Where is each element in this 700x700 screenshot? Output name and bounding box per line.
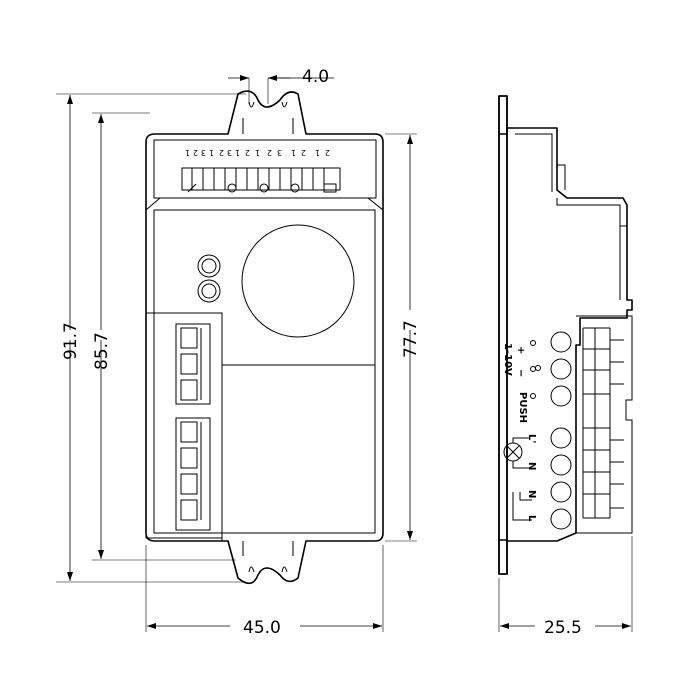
front-terminal-block [145, 312, 223, 539]
dim-overall-height: 91.7 [61, 322, 81, 360]
front-inner-body [153, 209, 376, 534]
dip-number: 1 [235, 148, 240, 157]
terminal-circles [550, 331, 572, 530]
label-push: PUSH [517, 392, 528, 423]
dip-number: 2 [325, 148, 330, 157]
dim-terminal-height: 77.7 [401, 320, 421, 358]
sensor-lens [241, 224, 355, 338]
dip-number: 3 [277, 148, 282, 157]
dip-switches [181, 167, 341, 193]
side-view: + − 1-10V PUSH L' N N L [498, 95, 633, 575]
dip-number: 2 [219, 148, 224, 157]
label-minus: − [515, 369, 526, 377]
side-body-profile [506, 127, 633, 542]
label-l-prime: L' [526, 434, 537, 443]
timer-icon [227, 183, 237, 193]
dip-number: 2 [193, 148, 198, 157]
label-dim: 1-10V [502, 343, 513, 376]
label-n2: N [526, 490, 537, 498]
dip-number: 1 [209, 148, 214, 157]
label-n1: N [526, 462, 537, 470]
dip-number: 2 [267, 148, 272, 157]
led-top [197, 254, 221, 278]
dip-number: 3 [227, 148, 232, 157]
side-terminal-strip [576, 315, 633, 534]
lux-icon [259, 183, 269, 193]
front-housing-outline [145, 90, 384, 585]
dim-depth: 25.5 [544, 618, 582, 638]
terminal-labels: + − 1-10V PUSH L' N N L [502, 343, 537, 522]
dip-number: 1 [255, 148, 260, 157]
led-bottom [197, 279, 221, 303]
front-view: 1 2 3 1 2 3 1 2 1 2 3 1 2 1 2 [145, 90, 384, 585]
dim-tab-width: 4.0 [302, 67, 329, 87]
side-dimensions: 25.5 [498, 536, 633, 638]
power-wiring [512, 492, 532, 521]
side-mounting-plate [498, 95, 508, 575]
dip-number: 2 [301, 148, 306, 157]
dip-number: 3 [201, 148, 206, 157]
stair-icon [187, 183, 197, 193]
standby-icon [323, 183, 337, 193]
front-dimensions: 4.0 91.7 85.7 77.7 45.0 [56, 67, 421, 638]
dim-width: 45.0 [243, 618, 281, 638]
dip-number: 2 [245, 148, 250, 157]
dip-number: 1 [185, 148, 190, 157]
label-l: L [526, 515, 537, 522]
label-plus: + [515, 346, 526, 354]
dim-body-height: 85.7 [92, 332, 112, 370]
lamp-icon [503, 437, 530, 469]
dip-numbers: 1 2 3 1 2 3 1 2 1 2 3 1 2 1 2 [185, 148, 330, 157]
range-icon [290, 183, 300, 193]
dip-number: 1 [291, 148, 296, 157]
dip-number: 1 [315, 148, 320, 157]
